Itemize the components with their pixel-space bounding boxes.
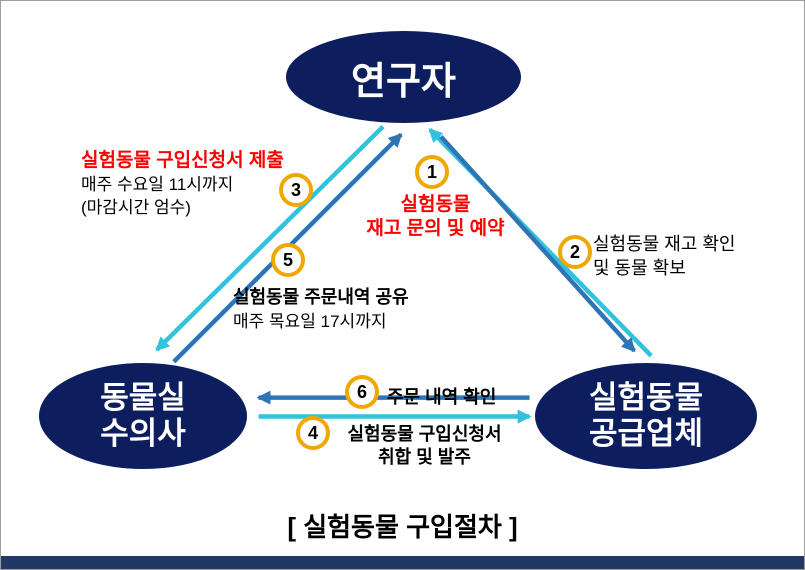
step-1-label: 실험동물 재고 문의 및 예약: [338, 193, 533, 241]
step-2-label: 실험동물 재고 확인 및 동물 확보: [593, 232, 773, 281]
node-researcher-label: 연구자: [351, 60, 456, 103]
step-5-number: 5: [282, 249, 293, 270]
step-5-deadline: 매주 목요일 17시까지: [233, 312, 387, 331]
arrow-researcher-to-supplier: [439, 135, 636, 353]
step-3-title: 실험동물 구입신청서 제출: [81, 150, 284, 171]
step-badge-6: 6: [345, 375, 379, 409]
step-2-number: 2: [569, 241, 580, 262]
step-1-line2: 재고 문의 및 예약: [366, 217, 505, 239]
step-1-number: 1: [426, 161, 437, 182]
step-3-deadline: 매주 수요일 11시까지: [81, 175, 234, 194]
step-2-line2: 및 동물 확보: [593, 258, 686, 279]
step-4-label: 실험동물 구입신청서 취합 및 발주: [337, 423, 512, 470]
node-researcher: 연구자: [286, 31, 521, 123]
step-4-line2: 취합 및 발주: [378, 447, 471, 468]
step-badge-4: 4: [296, 416, 330, 450]
footer-bar: [1, 556, 804, 569]
step-6-number: 6: [356, 381, 367, 402]
node-veterinarian: 동물실 수의사: [39, 363, 247, 469]
step-3-number: 3: [290, 179, 301, 200]
arrow-researcher-to-vet: [155, 124, 385, 352]
diagram-caption: [ 실험동물 구입절차 ]: [287, 512, 518, 542]
node-vet-label-line1: 동물실: [100, 380, 186, 416]
step-1-line1: 실험동물: [400, 194, 471, 215]
step-3-note: (마감시간 엄수): [81, 198, 191, 217]
step-6-label: 주문 내역 확인: [387, 387, 497, 407]
step-badge-3: 3: [279, 173, 313, 207]
node-vet-label-line2: 수의사: [100, 416, 186, 451]
step-badge-2: 2: [558, 235, 592, 269]
step-4-line1: 실험동물 구입신청서: [347, 424, 502, 444]
node-supplier-label-line2: 공급업체: [588, 416, 704, 451]
step-badge-1: 1: [415, 155, 449, 189]
step-badge-5: 5: [271, 243, 305, 277]
step-4-number: 4: [307, 422, 318, 443]
node-supplier-label-line1: 실험동물: [588, 380, 704, 416]
step-5-title: 실험동물 주문내역 공유: [233, 287, 409, 307]
step-2-line1: 실험동물 재고 확인: [593, 234, 736, 254]
node-supplier: 실험동물 공급업체: [535, 363, 757, 469]
